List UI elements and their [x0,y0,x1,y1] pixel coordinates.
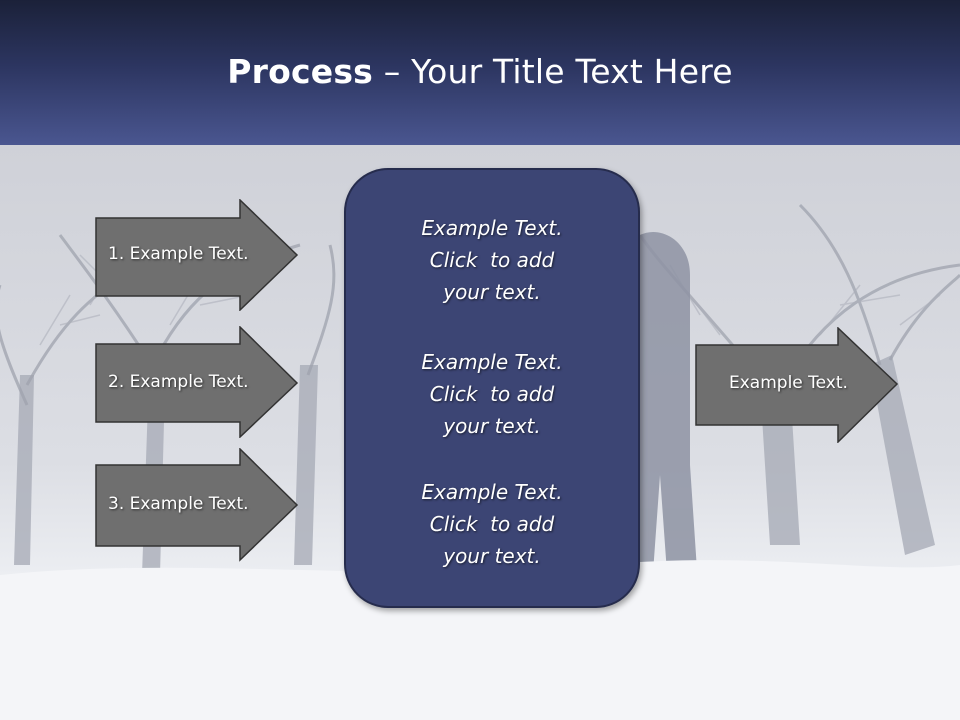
text-line: Example Text. [421,216,563,240]
center-text-block-2: Example Text. Click to add your text. [346,346,638,442]
text-line: your text. [443,544,541,568]
process-result-arrow[interactable]: Example Text. [695,327,900,443]
step-2-label: 2. Example Text. [108,372,249,392]
text-line: your text. [443,280,541,304]
right-arrow-shape [95,326,299,438]
slide-title[interactable]: Process – Your Title Text Here [0,52,960,91]
title-bold: Process [227,52,374,91]
right-arrow-shape [95,448,299,562]
text-line: Example Text. [421,350,563,374]
text-line: your text. [443,414,541,438]
process-step-1-arrow[interactable]: 1. Example Text. [95,199,300,311]
right-arrow-shape [95,199,299,311]
result-label: Example Text. [729,373,848,393]
step-1-label: 1. Example Text. [108,244,249,264]
process-step-3-arrow[interactable]: 3. Example Text. [95,448,300,562]
process-step-2-arrow[interactable]: 2. Example Text. [95,326,300,438]
text-line: Click to add [429,382,555,406]
text-line: Example Text. [421,480,563,504]
title-bar: Process – Your Title Text Here [0,0,960,145]
center-text-box[interactable]: Example Text. Click to add your text. Ex… [344,168,640,608]
right-arrow-shape [695,327,899,443]
text-line: Click to add [429,248,555,272]
text-line: Click to add [429,512,555,536]
center-text-block-3: Example Text. Click to add your text. [346,476,638,572]
center-text-block-1: Example Text. Click to add your text. [346,212,638,308]
title-rest: – Your Title Text Here [373,52,733,91]
step-3-label: 3. Example Text. [108,494,249,514]
